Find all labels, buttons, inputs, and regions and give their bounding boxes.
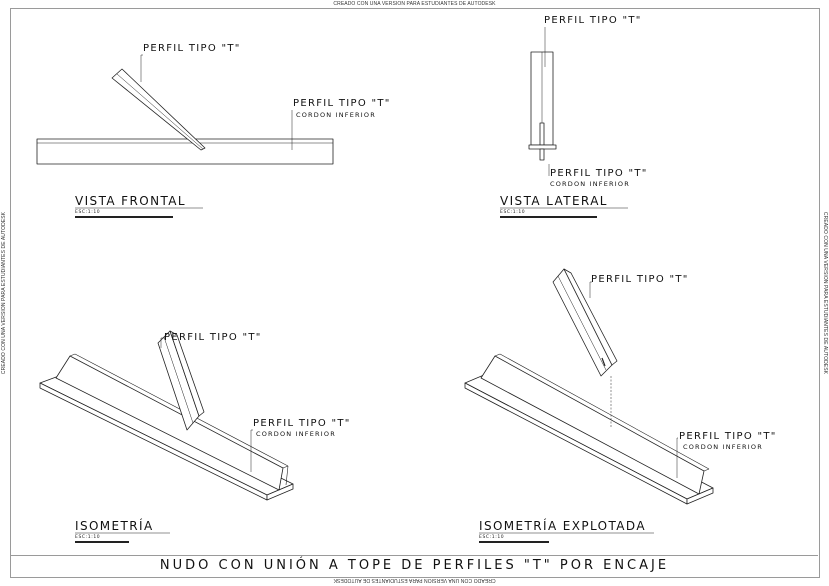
- lateral-view-title: VISTA LATERAL: [500, 194, 608, 208]
- lateral-scale: ESC:1:10: [500, 210, 526, 215]
- frontal-view-drawing: [36, 54, 334, 218]
- frontal-label-diagonal: PERFIL TIPO "T": [143, 43, 241, 54]
- lateral-label-bottom-sub: CORDON INFERIOR: [550, 180, 630, 188]
- lateral-view-drawing: [500, 27, 628, 218]
- sheet-title: NUDO CON UNIÓN A TOPE DE PERFILES "T" PO…: [159, 558, 670, 573]
- isometric-view-drawing: [39, 330, 294, 543]
- exp-label-chord-sub: CORDON INFERIOR: [683, 443, 763, 451]
- lateral-chord-stem: [539, 148, 545, 161]
- frontal-view-title: VISTA FRONTAL: [75, 194, 186, 208]
- exp-chord-stem: [480, 355, 705, 495]
- exp-view-title: ISOMETRÍA EXPLOTADA: [479, 519, 646, 533]
- iso-leader-chord: [250, 429, 253, 472]
- title-block-frame: [10, 555, 818, 577]
- iso-scale: ESC:1:10: [75, 535, 101, 540]
- iso-view-title: ISOMETRÍA: [75, 519, 154, 533]
- lateral-label-top: PERFIL TIPO "T": [544, 15, 642, 26]
- exp-label-diagonal: PERFIL TIPO "T": [591, 274, 689, 285]
- exp-label-chord: PERFIL TIPO "T": [679, 431, 777, 442]
- iso-label-diagonal: PERFIL TIPO "T": [164, 332, 262, 343]
- frontal-label-chord: PERFIL TIPO "T": [293, 98, 391, 109]
- lateral-chord-flange: [528, 144, 557, 150]
- exp-leader-diagonal: [589, 281, 592, 298]
- exp-leader-chord: [676, 437, 678, 478]
- frontal-leader-diagonal: [140, 54, 143, 82]
- watermark-top: CREADO CON UNA VERSION PARA ESTUDIANTES …: [333, 1, 496, 7]
- frontal-label-chord-sub: CORDON INFERIOR: [296, 111, 376, 119]
- lateral-web: [539, 122, 545, 146]
- iso-label-chord: PERFIL TIPO "T": [253, 418, 351, 429]
- drawing-frame: [10, 8, 820, 578]
- iso-leader-diagonal: [160, 337, 165, 348]
- exploded-view-drawing: [464, 268, 714, 543]
- frontal-diagonal: [111, 68, 206, 151]
- lateral-label-bottom: PERFIL TIPO "T": [550, 168, 648, 179]
- exp-scale: ESC:1:10: [479, 535, 505, 540]
- iso-label-chord-sub: CORDON INFERIOR: [256, 430, 336, 438]
- frontal-scale: ESC:1:10: [75, 210, 101, 215]
